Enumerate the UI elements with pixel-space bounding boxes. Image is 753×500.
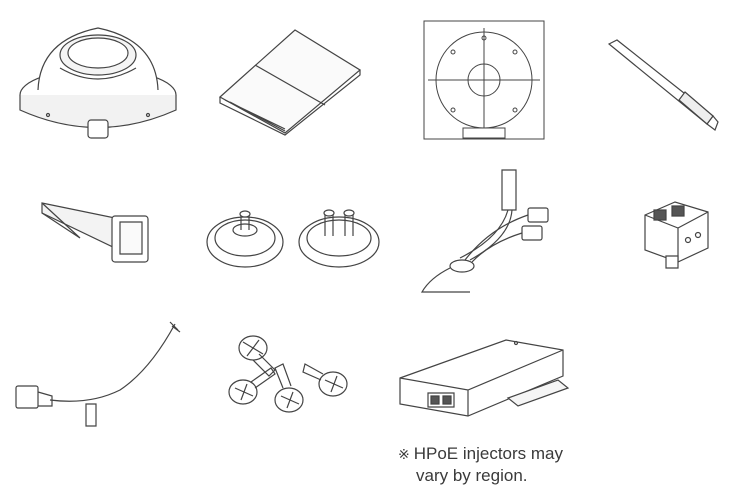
rubber-grommet-icon — [205, 200, 385, 268]
region-note: ※HPoE injectors may vary by region. — [398, 443, 588, 486]
dome-camera-item — [18, 20, 178, 145]
cable-harness-icon — [410, 168, 555, 298]
user-manual-icon — [215, 25, 365, 135]
note-line-2: vary by region. — [416, 466, 528, 485]
screws-icon — [225, 330, 355, 430]
network-cable-icon — [10, 320, 180, 430]
note-symbol: ※ — [398, 446, 410, 462]
mounting-template-icon — [423, 20, 545, 142]
hpoe-injector-icon — [398, 338, 573, 418]
terminal-block-item — [640, 200, 710, 270]
note-line-1: HPoE injectors may — [413, 444, 564, 463]
user-manual-item — [215, 25, 365, 135]
hpoe-injector-item — [398, 338, 573, 418]
torx-wrench-icon — [605, 38, 720, 133]
dome-camera-icon — [18, 20, 178, 145]
network-cable-item — [10, 320, 180, 430]
rj45-connector-cap-icon — [40, 198, 152, 268]
cable-harness-item — [410, 168, 555, 298]
rubber-grommet-item — [205, 200, 385, 268]
screws-item — [225, 330, 355, 430]
rj45-connector-cap-item — [40, 198, 152, 268]
mounting-template-item — [423, 20, 545, 142]
torx-wrench-item — [605, 38, 720, 133]
terminal-block-icon — [640, 200, 710, 270]
